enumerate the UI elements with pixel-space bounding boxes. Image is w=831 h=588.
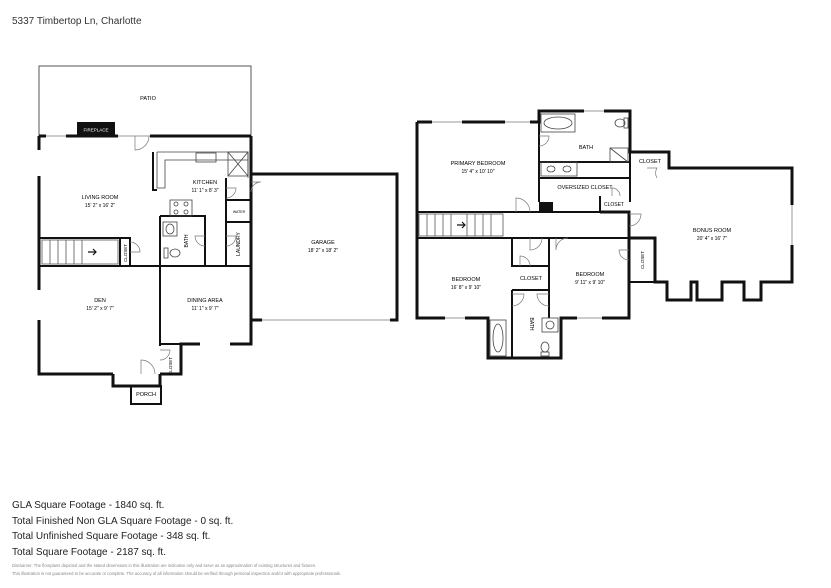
first-floor-doors <box>129 135 262 375</box>
bedroom-2-label: BEDROOM <box>576 272 605 278</box>
first-floor: FIREPLACE <box>37 65 399 405</box>
primary-bath-fixtures <box>489 113 629 357</box>
gla-square-footage: GLA Square Footage - 1840 sq. ft. <box>12 500 165 511</box>
bedroom-1-label: BEDROOM <box>452 277 481 283</box>
disclaimer: Disclaimer: The floorplans depicted and … <box>12 562 432 578</box>
second-floor-walls <box>415 109 794 360</box>
fireplace-label: FIREPLACE <box>83 128 108 133</box>
laundry-label: LAUNDRY <box>236 231 242 255</box>
garage-label: GARAGE <box>311 240 335 246</box>
bedroom-1-dimensions: 16' 8" x 9' 10" <box>451 285 481 291</box>
entry-closet-label: CLOSET <box>168 357 173 375</box>
water-heater-label: WATER <box>233 210 246 214</box>
total-square-footage: Total Square Footage - 2187 sq. ft. <box>12 546 166 558</box>
unfinished-square-footage: Total Unfinished Square Footage - 348 sq… <box>12 531 211 542</box>
bonus-closet-label: CLOSET <box>640 251 645 269</box>
living-room-dimensions: 15' 2" x 16' 2" <box>85 203 115 209</box>
porch-label: PORCH <box>136 392 156 398</box>
window-glass-lines <box>432 110 793 319</box>
dining-area-dimensions: 11' 1" x 9' 7" <box>191 306 218 312</box>
bonus-room-dimensions: 20' 4" x 16' 7" <box>697 236 727 242</box>
hall-bath-label: BATH <box>528 318 534 331</box>
primary-bedroom-dimensions: 15' 4" x 10' 10" <box>462 169 495 175</box>
den-dimensions: 15' 2" x 9' 7" <box>86 306 114 312</box>
bedroom-2-dimensions: 9' 11" x 9' 10" <box>575 280 605 286</box>
oversized-closet-label: OVERSIZED CLOSET <box>557 185 613 191</box>
stairs-arrow-icon <box>88 248 97 256</box>
disclaimer-line-2: This illustration is not guaranteed to b… <box>12 571 342 577</box>
second-floor-doors <box>511 135 658 307</box>
living-room-label: LIVING ROOM <box>82 195 119 201</box>
garage-dimensions: 18' 2" x 18' 2" <box>308 248 338 254</box>
upstairs-arrow-icon <box>457 221 466 229</box>
finished-non-gla-square-footage: Total Finished Non GLA Square Footage - … <box>12 515 234 527</box>
kitchen-label: KITCHEN <box>193 180 217 186</box>
stair-closet-label: CLOSET <box>123 244 128 262</box>
bedroom-closet-label: CLOSET <box>520 276 543 282</box>
second-floor: PRIMARY BEDROOM 15' 4" x 10' 10" BATH CL… <box>415 109 794 360</box>
second-floor-interior <box>417 122 655 358</box>
kitchen-counters <box>156 151 249 217</box>
patio-label: PATIO <box>140 96 156 102</box>
dining-area-label: DINING AREA <box>187 298 223 304</box>
property-address: 5337 Timbertop Ln, Charlotte <box>12 16 142 27</box>
first-floor-stairs <box>41 239 119 265</box>
disclaimer-line-1: Disclaimer: The floorplans depicted and … <box>12 563 317 568</box>
kitchen-dimensions: 11' 1" x 8' 3" <box>191 188 218 194</box>
bonus-room-label: BONUS ROOM <box>693 228 732 234</box>
primary-bedroom-label: PRIMARY BEDROOM <box>451 161 506 167</box>
porch-outline <box>130 385 162 405</box>
first-floor-walls <box>37 134 399 388</box>
garage-door-line <box>46 135 390 321</box>
den-label: DEN <box>94 298 106 304</box>
half-bath-fixtures <box>162 221 181 259</box>
fireplace-block <box>77 122 115 136</box>
second-floor-openings <box>432 109 794 320</box>
second-floor-stairs <box>418 213 504 237</box>
linen-closet-label: CLOSET <box>604 202 624 208</box>
hall-closet-label: CLOSET <box>639 159 662 165</box>
square-footage-summary: GLA Square Footage - 1840 sq. ft. Total … <box>12 498 233 560</box>
primary-bath-label: BATH <box>579 145 593 151</box>
half-bath-label: BATH <box>184 234 190 247</box>
oversized-closet-block <box>539 202 553 212</box>
